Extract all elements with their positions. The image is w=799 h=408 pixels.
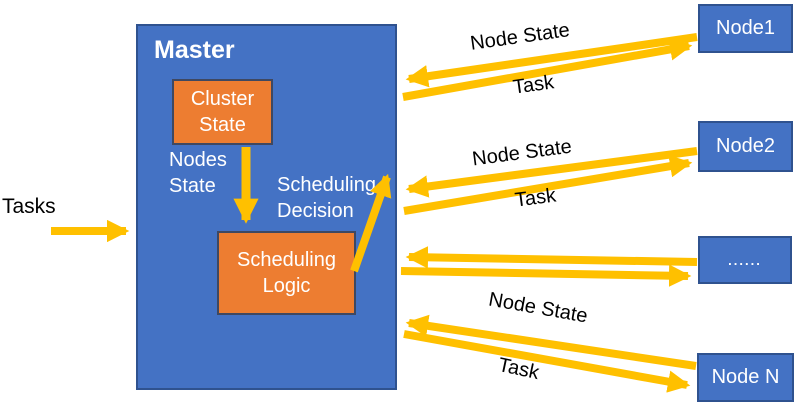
node1-box: Node1	[698, 4, 793, 53]
nodes-ellipsis-box: ......	[698, 236, 792, 284]
cluster-state-box: Cluster State	[172, 79, 273, 145]
node-n-task-arrow-label: Task	[496, 353, 542, 385]
cluster-state-label: Cluster State	[190, 88, 255, 136]
master-title: Master	[154, 36, 235, 64]
node-n-box: Node N	[697, 353, 794, 402]
nodes-ellipsis-label: ......	[728, 252, 762, 268]
node1-task-arrow-label: Task	[511, 71, 556, 99]
node2-task-arrow-label: Task	[513, 184, 558, 212]
tasks-input-label: Tasks	[2, 195, 56, 218]
ellipsis-state-arrow	[405, 246, 698, 269]
ellipsis-task-arrow	[400, 264, 692, 287]
node1-state-arrow-label: Node State	[468, 19, 572, 55]
node-n-task-arrow	[403, 330, 691, 393]
node2-label: Node2	[716, 135, 775, 157]
scheduling-logic-label: Scheduling Logic	[237, 249, 336, 297]
scheduling-logic-box: Scheduling Logic	[217, 231, 356, 315]
node-n-label: Node N	[711, 366, 780, 388]
scheduling-decision-label: Scheduling Decision	[277, 174, 376, 222]
node-n-state-arrow	[405, 314, 697, 370]
nodes-state-label: Nodes State	[169, 149, 227, 197]
node2-state-arrow-label: Node State	[470, 135, 574, 171]
node1-label: Node1	[716, 17, 775, 39]
node2-box: Node2	[698, 121, 793, 172]
node-n-state-arrow-label: Node State	[486, 288, 590, 328]
